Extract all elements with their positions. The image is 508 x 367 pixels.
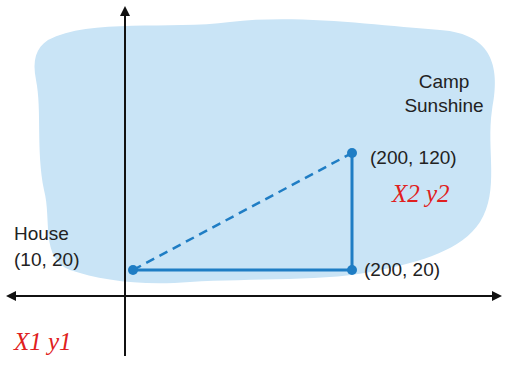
- place-name: House: [14, 222, 69, 246]
- y-axis: [124, 8, 126, 355]
- point-dot: [128, 265, 138, 275]
- lake-region: [35, 19, 496, 283]
- x-axis-left: [8, 295, 125, 297]
- coordinate-label: (200, 120): [370, 146, 457, 170]
- horizontal-leg: [133, 269, 352, 272]
- vertical-leg: [351, 153, 354, 270]
- handwritten-note: X2 y2: [392, 178, 450, 209]
- dashed-distance: [133, 153, 352, 270]
- handwritten-note: X1 y1: [14, 326, 72, 357]
- x-axis-right: [125, 295, 500, 297]
- place-name: Camp Sunshine: [385, 70, 503, 118]
- y-axis-end: [124, 355, 126, 356]
- point-dot: [347, 265, 357, 275]
- coordinate-label: (10, 20): [14, 248, 79, 272]
- coordinate-label: (200, 20): [364, 258, 440, 282]
- point-dot: [347, 148, 357, 158]
